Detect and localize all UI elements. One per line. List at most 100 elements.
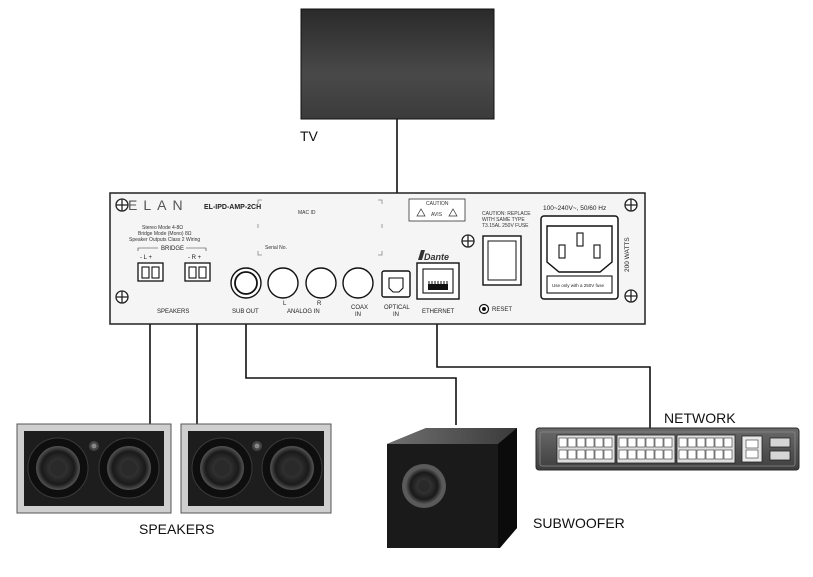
switch-port[interactable] <box>627 449 637 460</box>
analog-in-right-jack[interactable] <box>305 267 337 299</box>
fuse-caution-3: T3.15AL 250V FUSE <box>482 223 529 229</box>
sub-cable <box>245 294 457 425</box>
switch-port[interactable] <box>723 437 733 448</box>
speakers-label: SPEAKERS <box>139 521 214 537</box>
reset-button[interactable] <box>478 303 490 315</box>
analog-in-left-jack[interactable] <box>267 267 299 299</box>
speaker-left <box>16 423 172 514</box>
analog-in-label: ANALOG IN <box>287 309 320 315</box>
dante-label: Dante <box>424 252 449 262</box>
ethernet-label: ETHERNET <box>422 309 455 315</box>
amplifier-rear-panel: ELAN EL-IPD-AMP-2CH MAC ID Serial No. St… <box>109 192 646 325</box>
switch-port[interactable] <box>687 449 697 460</box>
screw-icon <box>461 234 475 248</box>
switch-port[interactable] <box>696 437 706 448</box>
network-switch <box>535 427 800 471</box>
dante-logo-icon <box>418 250 425 260</box>
switch-port[interactable] <box>603 437 613 448</box>
optical-in-port[interactable] <box>381 270 411 298</box>
switch-port[interactable] <box>696 449 706 460</box>
switch-port[interactable] <box>654 437 664 448</box>
subwoofer-label: SUBWOOFER <box>533 515 625 531</box>
switch-port[interactable] <box>576 449 586 460</box>
coax-in-jack[interactable] <box>342 267 374 299</box>
tv <box>300 8 495 120</box>
model-number: EL-IPD-AMP-2CH <box>204 204 261 211</box>
watts-label: 200 WATTS <box>624 237 631 272</box>
switch-port[interactable] <box>594 437 604 448</box>
speaker-terminal-right[interactable] <box>184 262 211 282</box>
switch-port[interactable] <box>567 437 577 448</box>
switch-port[interactable] <box>678 449 688 460</box>
tv-screen <box>300 8 495 120</box>
subwoofer <box>387 428 517 548</box>
switch-port[interactable] <box>618 437 628 448</box>
switch-port[interactable] <box>723 449 733 460</box>
sub-out-label: SUB OUT <box>232 309 259 315</box>
stereo-mode-text: Stereo Mode 4-8Ω <box>142 225 183 231</box>
switch-port[interactable] <box>567 449 577 460</box>
switch-port[interactable] <box>645 437 655 448</box>
tv-label: TV <box>300 128 319 144</box>
fuse-note: Use only with a 250V fuse <box>552 283 605 288</box>
sfp-ports <box>741 435 791 463</box>
power-inlet[interactable] <box>540 215 619 300</box>
screw-icon <box>115 198 129 212</box>
switch-port[interactable] <box>705 449 715 460</box>
switch-port[interactable] <box>585 437 595 448</box>
right-polarity: - R + <box>188 255 202 261</box>
speaker-outputs-text: Speaker Outputs Class 2 Wiring <box>129 237 200 243</box>
switch-port[interactable] <box>558 437 568 448</box>
caution-text: CAUTION <box>426 201 449 207</box>
mac-id-label: MAC ID <box>298 210 316 216</box>
switch-port[interactable] <box>714 449 724 460</box>
reset-label: RESET <box>492 307 512 313</box>
switch-port[interactable] <box>714 437 724 448</box>
mac-serial-box <box>257 199 383 256</box>
brand-logo: ELAN <box>128 197 189 213</box>
switch-port[interactable] <box>636 437 646 448</box>
switch-ports <box>556 434 736 464</box>
ethernet-cable <box>436 300 651 428</box>
optical-in-label: IN <box>393 312 399 318</box>
avis-text: AVIS <box>431 212 443 218</box>
switch-port[interactable] <box>627 437 637 448</box>
voltage-label: 100~240V~, 50/60 Hz <box>543 205 606 212</box>
analog-r-label: R <box>317 301 322 307</box>
switch-port[interactable] <box>594 449 604 460</box>
optical-label: OPTICAL <box>384 305 410 311</box>
coax-label: COAX <box>351 305 368 311</box>
switch-port[interactable] <box>678 437 688 448</box>
switch-port[interactable] <box>663 449 673 460</box>
bridge-label: BRIDGE <box>161 246 184 252</box>
coax-in-label: IN <box>355 312 361 318</box>
speaker-terminal-left[interactable] <box>137 262 164 282</box>
switch-port[interactable] <box>705 437 715 448</box>
switch-port[interactable] <box>603 449 613 460</box>
sub-out-jack[interactable] <box>230 267 262 299</box>
switch-port[interactable] <box>618 449 628 460</box>
switch-port[interactable] <box>645 449 655 460</box>
power-switch[interactable] <box>482 235 522 286</box>
fuse-caution-2: WITH SAME TYPE <box>482 217 525 223</box>
switch-port[interactable] <box>663 437 673 448</box>
fuse-caution-1: CAUTION: REPLACE <box>482 211 531 217</box>
left-polarity: - L + <box>140 255 152 261</box>
switch-port[interactable] <box>654 449 664 460</box>
caution-label: CAUTION AVIS <box>408 198 466 222</box>
ethernet-port[interactable] <box>416 262 460 300</box>
switch-port[interactable] <box>576 437 586 448</box>
switch-port[interactable] <box>585 449 595 460</box>
network-label: NETWORK <box>664 410 736 426</box>
screw-icon <box>624 198 638 212</box>
serial-label: Serial No. <box>265 245 287 251</box>
speaker-right <box>180 423 332 514</box>
screw-icon <box>624 289 638 303</box>
switch-port[interactable] <box>558 449 568 460</box>
screw-icon <box>115 290 129 304</box>
speakers-port-label: SPEAKERS <box>157 309 189 315</box>
analog-l-label: L <box>283 301 287 307</box>
switch-port[interactable] <box>636 449 646 460</box>
switch-port[interactable] <box>687 437 697 448</box>
